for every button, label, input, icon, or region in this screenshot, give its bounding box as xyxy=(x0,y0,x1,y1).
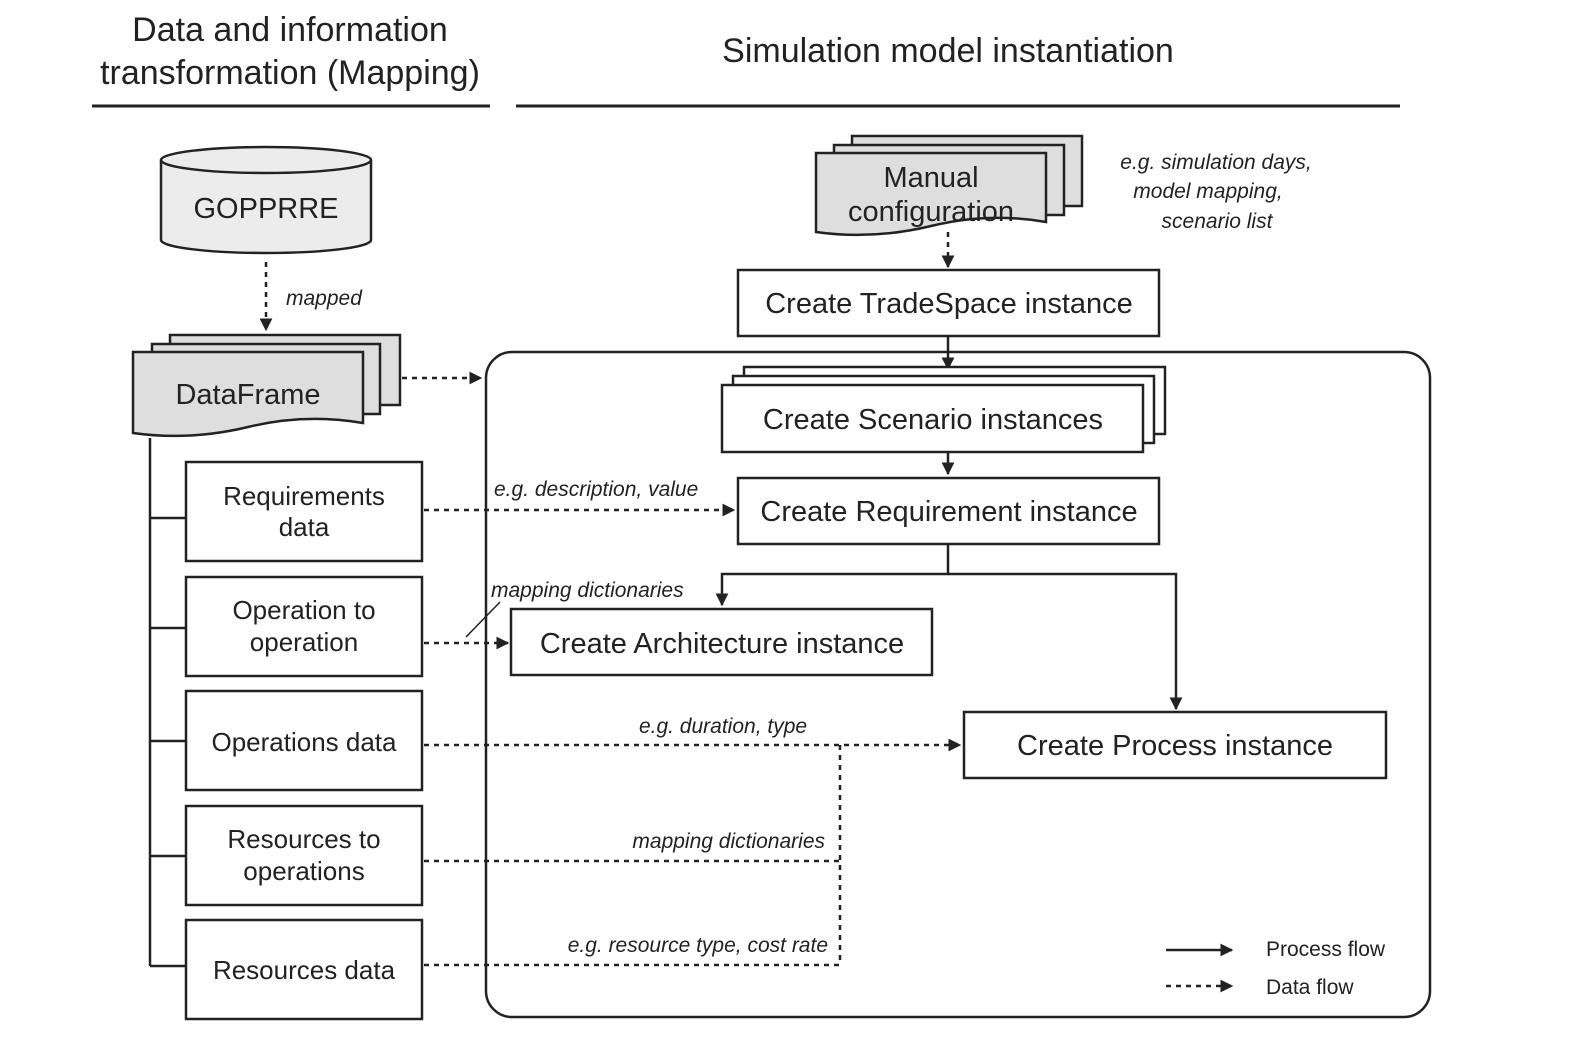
instantiation-container xyxy=(484,350,1432,1019)
architecture-step-box: Create Architecture instance xyxy=(509,607,934,677)
resources-flow-label: e.g. resource type, cost rate xyxy=(568,934,828,957)
operations-flow-label: e.g. duration, type xyxy=(639,715,807,738)
requirement-to-architecture-arrow xyxy=(715,544,950,607)
resources-to-operations-box: Resources to operations xyxy=(184,804,424,907)
resources-data-line1: Resources data xyxy=(213,955,396,985)
scenario-step-label: Create Scenario instances xyxy=(763,404,1103,436)
architecture-step-label: Create Architecture instance xyxy=(540,628,904,660)
manual-config-page-front xyxy=(814,151,1048,237)
database-top xyxy=(159,145,373,175)
instantiation-heading: Simulation model instantiation xyxy=(516,32,1400,108)
manual-config-note-line3: scenario list xyxy=(1162,210,1274,233)
gopprre-database: GOPPRRE xyxy=(159,145,373,255)
requirements-data-box: Requirements data xyxy=(184,460,424,563)
tradespace-step-box: Create TradeSpace instance xyxy=(736,268,1161,338)
database-label: GOPPRRE xyxy=(193,193,338,225)
operation-mapping-label-leader xyxy=(465,601,501,638)
dataframe-document-stack: DataFrame xyxy=(131,333,402,438)
operation-to-operation-line1: Operation to xyxy=(232,595,375,625)
manual-config-line1: Manual xyxy=(883,162,978,194)
requirements-flow-label: e.g. description, value xyxy=(494,478,698,501)
dataframe-label: DataFrame xyxy=(175,379,320,411)
resources-mapping-label: mapping dictionaries xyxy=(632,830,825,853)
tradespace-step-label: Create TradeSpace instance xyxy=(765,288,1133,320)
requirements-data-line2: data xyxy=(279,512,330,542)
manual-config-note: e.g. simulation days, model mapping, sce… xyxy=(1120,151,1311,233)
process-step-label: Create Process instance xyxy=(1017,730,1333,762)
scenario-page-front xyxy=(720,383,1145,454)
mapping-heading-line2: transformation (Mapping) xyxy=(100,54,480,92)
dataframe-tree-connector xyxy=(148,438,186,968)
database-body xyxy=(159,160,373,255)
mapping-heading: Data and information transformation (Map… xyxy=(92,11,490,108)
requirement-step-label: Create Requirement instance xyxy=(760,496,1137,528)
legend-process-flow-label: Process flow xyxy=(1266,938,1386,961)
requirement-step-box: Create Requirement instance xyxy=(736,476,1161,546)
resources-to-operations-line1: Resources to xyxy=(227,824,380,854)
resources-data-box: Resources data xyxy=(184,918,424,1021)
requirement-to-process-arrow xyxy=(948,572,1183,711)
scenario-step-stack: Create Scenario instances xyxy=(720,365,1167,454)
operation-to-operation-box: Operation to operation xyxy=(184,575,424,678)
manual-config-note-line1: e.g. simulation days, xyxy=(1120,151,1311,174)
legend: Process flow Data flow xyxy=(1166,938,1386,999)
manual-config-line2: configuration xyxy=(848,196,1014,228)
operations-data-box: Operations data xyxy=(184,689,424,792)
operation-to-operation-line2: operation xyxy=(250,627,358,657)
instantiation-heading-text: Simulation model instantiation xyxy=(722,32,1174,70)
legend-data-flow-label: Data flow xyxy=(1266,976,1354,999)
operation-mapping-label: mapping dictionaries xyxy=(491,579,684,602)
manual-config-note-line2: model mapping, xyxy=(1133,180,1282,203)
dataframe-page-front xyxy=(131,350,365,438)
operations-data-line1: Operations data xyxy=(211,727,397,757)
process-step-box: Create Process instance xyxy=(962,710,1388,780)
manual-configuration-document-stack: Manual configuration xyxy=(814,134,1084,237)
mapping-heading-line1: Data and information xyxy=(132,11,448,49)
resources-to-operations-line2: operations xyxy=(243,856,364,886)
requirements-data-line1: Requirements xyxy=(223,481,385,511)
mapped-label: mapped xyxy=(286,287,363,310)
